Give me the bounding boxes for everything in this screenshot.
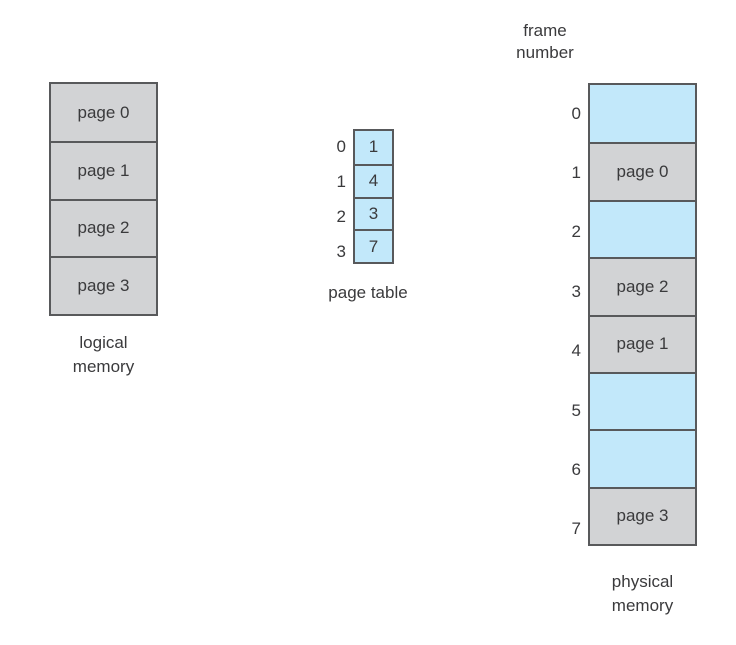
page-table-index: 1 [336, 172, 346, 192]
physical-memory-frame: page 3 [590, 486, 695, 545]
logical-page-label: page 3 [77, 275, 130, 295]
caption-line: physical [611, 572, 674, 591]
page-table-value: 4 [368, 171, 379, 191]
page-table-cell: 3 [355, 196, 392, 230]
logical-memory-cell: page 1 [51, 141, 156, 199]
frame-number-label: 6 [571, 460, 581, 480]
frame-number-label: 4 [571, 341, 581, 361]
physical-memory-frame: page 0 [590, 142, 695, 200]
physical-memory-box: page 0 page 2 page 1 page 3 [588, 83, 697, 547]
frame-content-label: page 0 [616, 162, 669, 182]
page-table-value: 3 [368, 203, 379, 223]
physical-memory-frame [590, 371, 695, 430]
logical-page-label: page 1 [77, 161, 130, 181]
logical-memory-cell: page 0 [51, 84, 156, 142]
logical-memory-box: page 0 page 1 page 2 page 3 [49, 82, 158, 316]
frame-content-label: page 3 [616, 506, 669, 526]
frame-content-label: page 2 [616, 276, 669, 296]
page-table-cell: 7 [355, 229, 392, 262]
page-table-caption: page table [308, 281, 428, 305]
caption-line: memory [72, 357, 135, 376]
frame-number-label: 0 [571, 103, 581, 123]
page-table-index: 2 [336, 206, 346, 226]
physical-memory-frame [590, 85, 695, 143]
physical-memory-frame [590, 199, 695, 258]
page-table-index: 3 [336, 241, 346, 261]
logical-memory-cell: page 2 [51, 198, 156, 257]
frame-number-label: 1 [571, 163, 581, 183]
page-table-cell: 4 [355, 163, 392, 197]
page-table-index: 0 [336, 137, 346, 157]
page-table-cell: 1 [355, 131, 392, 164]
physical-memory-caption: physical memory [582, 570, 703, 618]
logical-memory-caption: logical memory [43, 331, 164, 379]
caption-line: logical [79, 333, 128, 352]
caption-line: page table [328, 283, 408, 302]
frame-number-label: 5 [571, 400, 581, 420]
frame-number-label: 2 [571, 222, 581, 242]
caption-line: memory [611, 596, 674, 615]
frame-number-label: 7 [571, 519, 581, 539]
page-table-box: 1 4 3 7 [353, 129, 394, 264]
physical-memory-frame [590, 429, 695, 487]
caption-line: number [516, 43, 574, 62]
frame-content-label: page 1 [616, 334, 669, 354]
logical-memory-cell: page 3 [51, 256, 156, 314]
frame-number-header: frame number [485, 20, 605, 64]
physical-memory-frame: page 1 [590, 314, 695, 372]
logical-page-label: page 0 [77, 102, 130, 122]
caption-line: frame [523, 21, 567, 40]
physical-memory-frame: page 2 [590, 257, 695, 315]
logical-page-label: page 2 [77, 218, 130, 238]
frame-number-label: 3 [571, 281, 581, 301]
page-table-value: 1 [368, 137, 379, 157]
page-table-value: 7 [368, 236, 379, 256]
